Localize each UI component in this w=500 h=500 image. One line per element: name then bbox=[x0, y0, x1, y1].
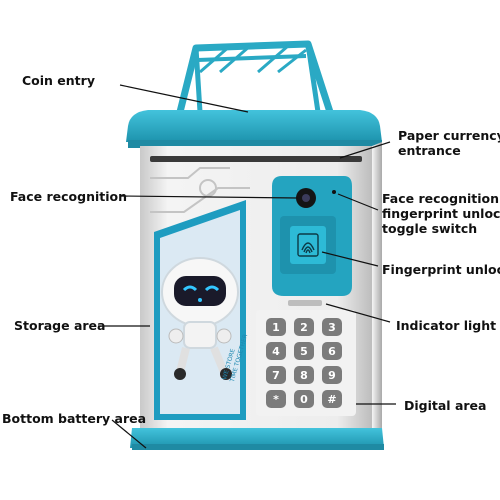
side-panel bbox=[372, 142, 382, 432]
keypad-key-label: 0 bbox=[300, 393, 308, 406]
keypad-key-6[interactable]: 6 bbox=[322, 342, 342, 360]
keypad-key-5[interactable]: 5 bbox=[294, 342, 314, 360]
keypad-key-#[interactable]: # bbox=[322, 390, 342, 408]
handle bbox=[176, 40, 334, 114]
label-coin-entry: Coin entry bbox=[22, 73, 95, 88]
indicator-light bbox=[288, 300, 322, 306]
toggle-switch-dot bbox=[332, 190, 336, 194]
keypad-key-3[interactable]: 3 bbox=[322, 318, 342, 336]
keypad-key-label: * bbox=[273, 393, 279, 406]
label-storage-area: Storage area bbox=[14, 318, 106, 333]
keypad-key-label: 8 bbox=[300, 369, 308, 382]
keypad-key-2[interactable]: 2 bbox=[294, 318, 314, 336]
keypad-key-label: 6 bbox=[328, 345, 336, 358]
keypad-key-label: 7 bbox=[272, 369, 280, 382]
label-face-toggle: Face recognition fingerprint unlock togg… bbox=[382, 191, 500, 236]
keypad-key-1[interactable]: 1 bbox=[266, 318, 286, 336]
label-fingerprint-unlock: Fingerprint unlock bbox=[382, 262, 500, 277]
label-bottom-battery: Bottom battery area bbox=[2, 411, 147, 426]
label-face-recognition: Face recognition bbox=[10, 189, 127, 204]
keypad-key-9[interactable]: 9 bbox=[322, 366, 342, 384]
label-indicator-light: Indicator light bbox=[396, 318, 497, 333]
keypad-key-label: 9 bbox=[328, 369, 336, 382]
keypad-key-0[interactable]: 0 bbox=[294, 390, 314, 408]
bottom-base bbox=[130, 428, 384, 448]
robot-graphic bbox=[161, 257, 239, 380]
keypad-panel bbox=[256, 310, 356, 416]
keypad-key-8[interactable]: 8 bbox=[294, 366, 314, 384]
keypad-key-label: 1 bbox=[272, 321, 280, 334]
leader-lines bbox=[98, 84, 396, 449]
top-cap bbox=[126, 110, 382, 142]
paper-currency-slot bbox=[150, 156, 362, 162]
keypad-key-4[interactable]: 4 bbox=[266, 342, 286, 360]
keypad: 1 2 3 4 5 6 7 8 9 * 0 # bbox=[266, 318, 342, 408]
label-paper-currency: Paper currency entrance bbox=[398, 128, 500, 158]
keypad-key-label: 2 bbox=[300, 321, 308, 334]
keypad-key-label: 3 bbox=[328, 321, 336, 334]
label-digital-area: Digital area bbox=[404, 398, 487, 413]
keypad-key-label: 5 bbox=[300, 345, 308, 358]
keypad-key-label: 4 bbox=[272, 345, 280, 358]
keypad-key-7[interactable]: 7 bbox=[266, 366, 286, 384]
keypad-key-label: # bbox=[327, 393, 336, 406]
fingerprint-icon bbox=[297, 233, 319, 257]
keypad-key-*[interactable]: * bbox=[266, 390, 286, 408]
top-cap-rim bbox=[128, 140, 382, 148]
